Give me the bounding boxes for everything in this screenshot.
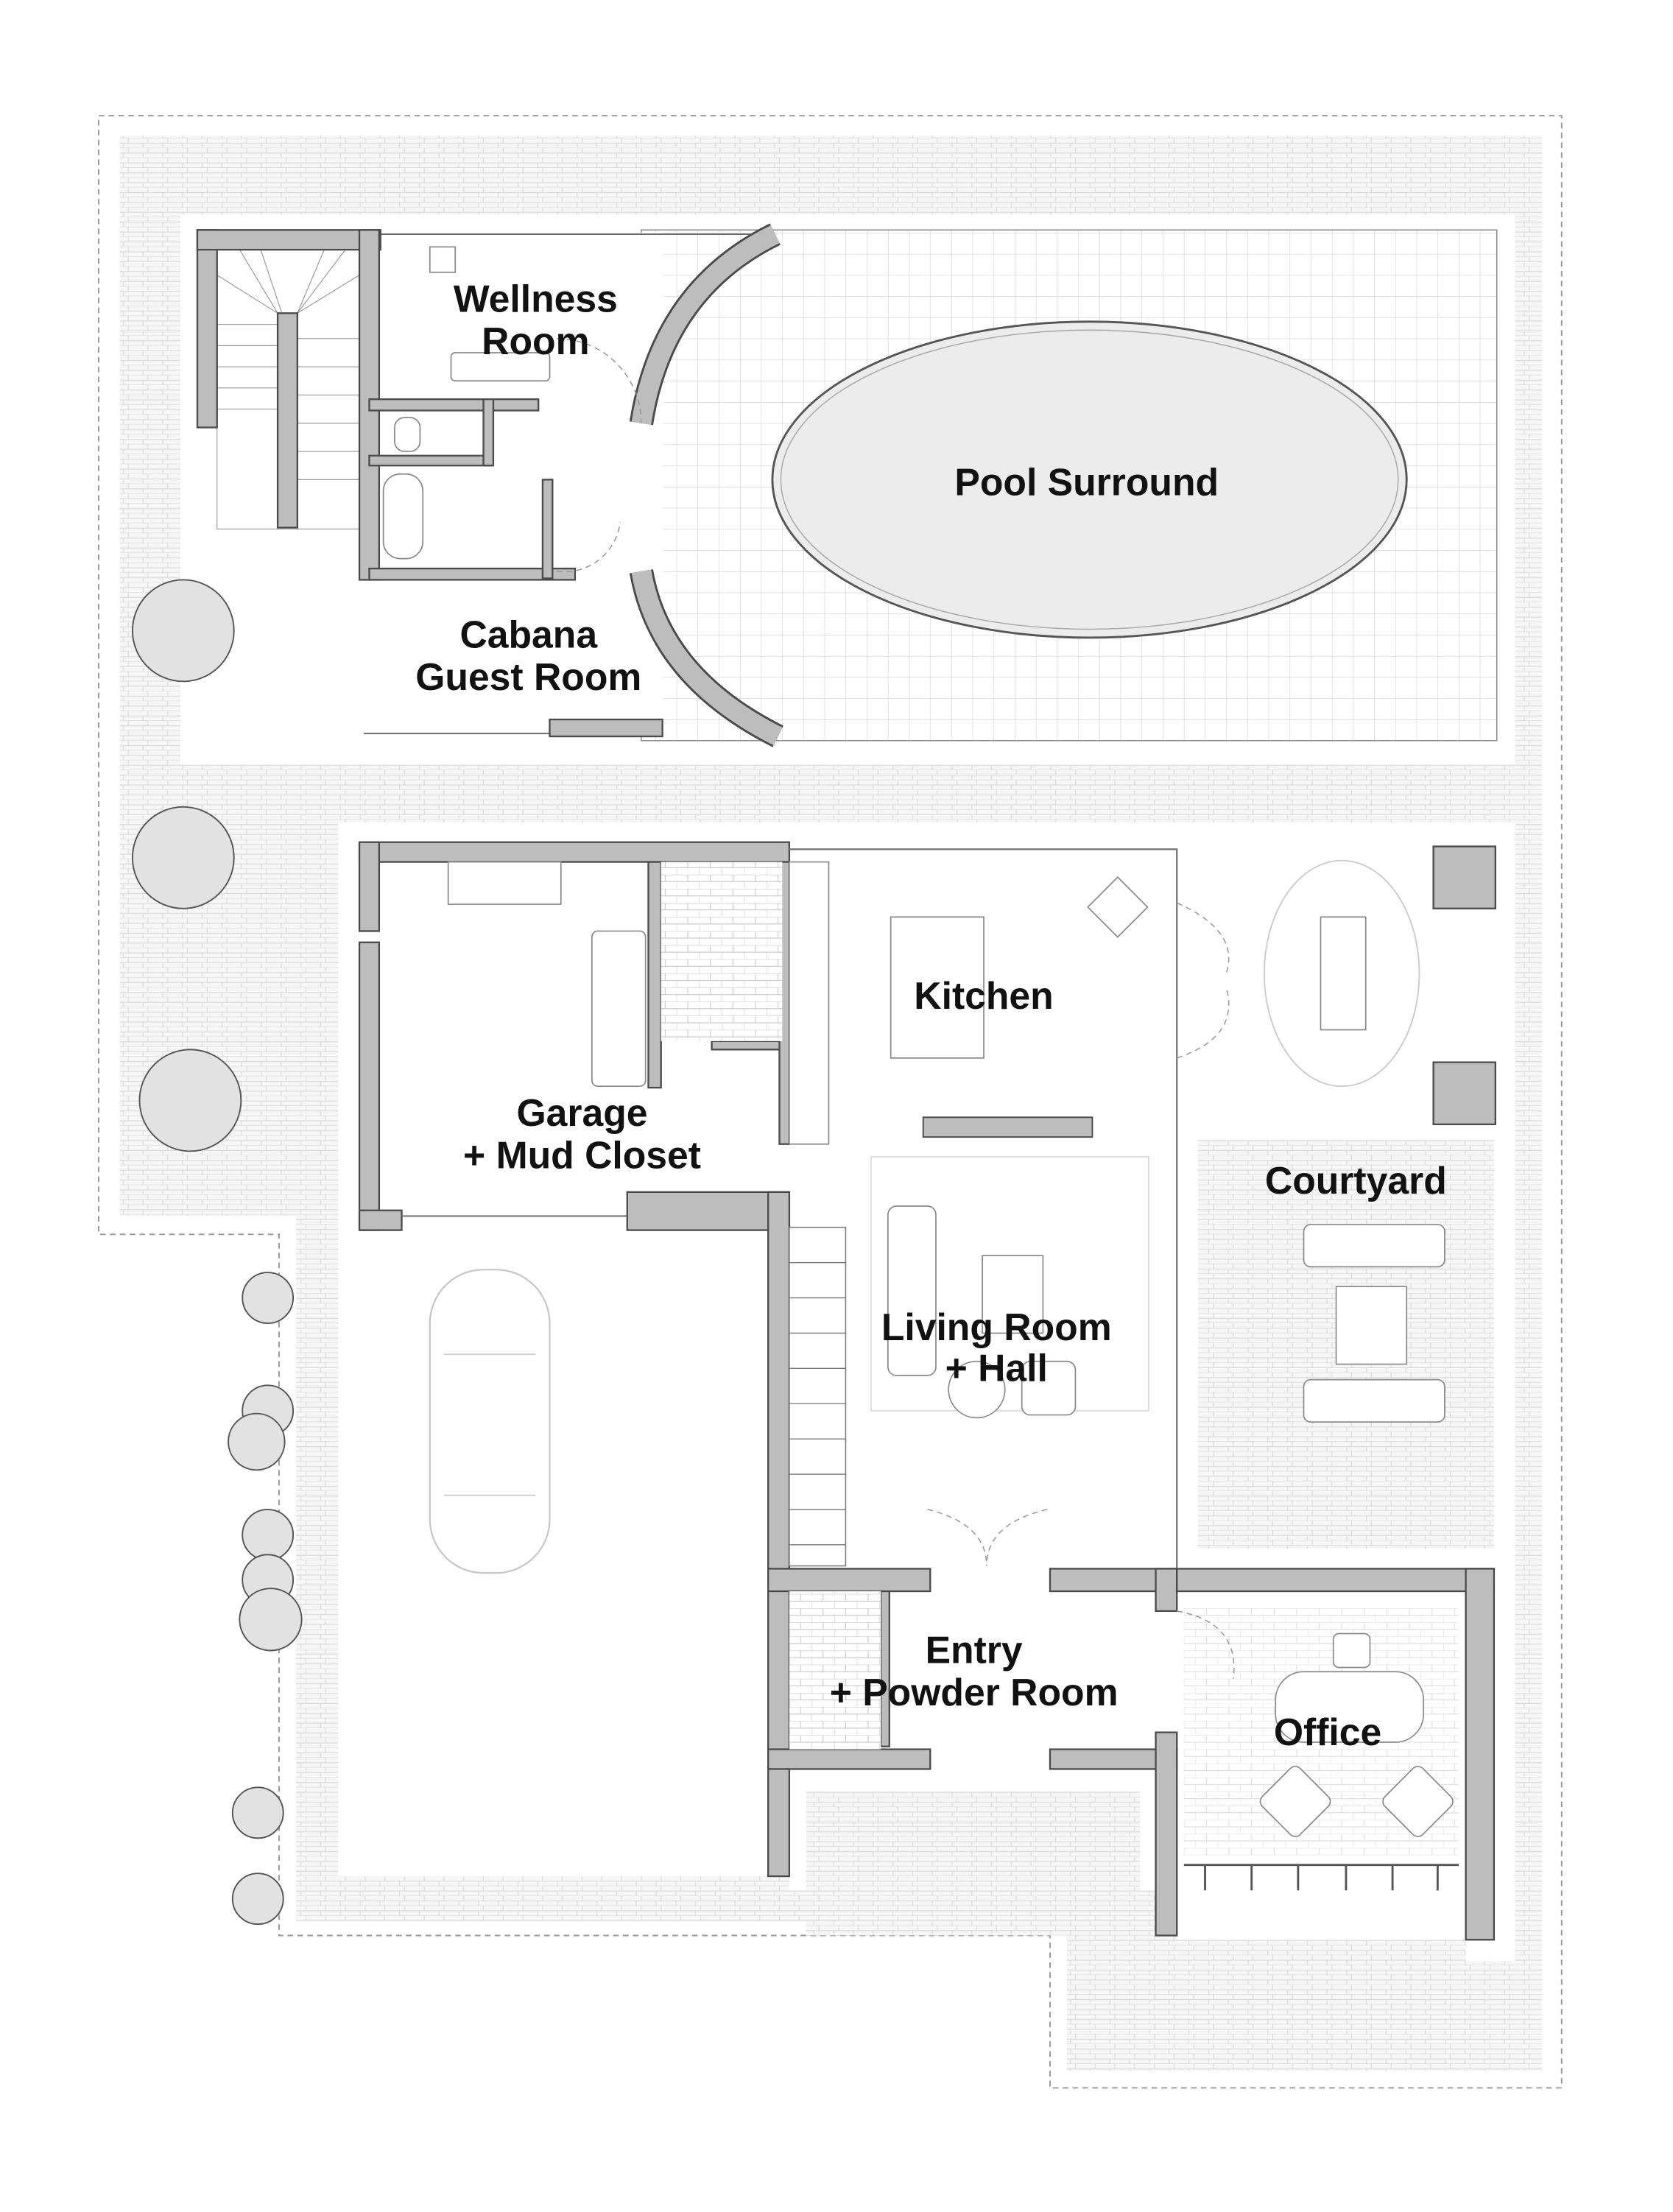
wall bbox=[1465, 1568, 1496, 1941]
kitchen-island bbox=[890, 916, 985, 1059]
desk-icon bbox=[1275, 1671, 1425, 1743]
wall bbox=[626, 1191, 791, 1231]
column-icon bbox=[429, 246, 457, 273]
bathtub-icon bbox=[382, 473, 424, 560]
room-label-kitchen: Kitchen bbox=[914, 974, 1053, 1017]
wall bbox=[482, 398, 495, 467]
wall bbox=[711, 1040, 783, 1051]
wall bbox=[767, 1191, 791, 1878]
room-label-courtyard: Courtyard bbox=[1265, 1159, 1447, 1202]
wall bbox=[368, 567, 577, 581]
wellness-floor bbox=[380, 233, 663, 734]
office-chair-icon bbox=[1332, 1632, 1371, 1669]
wall bbox=[1155, 1568, 1178, 1613]
wall bbox=[767, 1748, 931, 1770]
bench-icon bbox=[591, 930, 647, 1088]
mud-bath-tiles bbox=[661, 862, 783, 1041]
tree-icon bbox=[239, 1588, 303, 1652]
sofa-icon bbox=[887, 1205, 937, 1376]
room-label-living: Living Room+ Hall bbox=[881, 1306, 1112, 1389]
wall bbox=[541, 479, 554, 580]
armchair-icon bbox=[1021, 1360, 1077, 1416]
wall bbox=[549, 718, 663, 738]
planter bbox=[1432, 1061, 1496, 1126]
wall bbox=[647, 861, 662, 1089]
dining-table-icon bbox=[1320, 916, 1367, 1031]
wall bbox=[358, 841, 381, 932]
bench-icon bbox=[450, 352, 551, 382]
armchair-icon bbox=[1259, 1766, 1331, 1837]
staircase bbox=[789, 1226, 847, 1567]
wall bbox=[767, 1568, 931, 1593]
wall bbox=[196, 229, 218, 429]
tree-icon bbox=[228, 1412, 286, 1471]
outdoor-sofa-icon bbox=[1303, 1378, 1445, 1423]
wall bbox=[358, 1209, 403, 1231]
tree-icon bbox=[242, 1508, 295, 1561]
coffee-table-icon bbox=[982, 1255, 1044, 1334]
wall bbox=[358, 941, 381, 1231]
room-label-garage: Garage+ Mud Closet bbox=[463, 1091, 701, 1177]
armchair-round-icon bbox=[948, 1360, 1006, 1419]
tree-icon bbox=[231, 1786, 284, 1839]
wall bbox=[368, 454, 490, 467]
office-window-mullions bbox=[1183, 1864, 1459, 1891]
armchair-icon bbox=[1382, 1766, 1454, 1837]
console-table bbox=[922, 1116, 1093, 1138]
stairs-treads bbox=[216, 249, 360, 480]
tree-icon bbox=[231, 1873, 284, 1926]
powder-tiles bbox=[789, 1591, 881, 1750]
outdoor-table-icon bbox=[1335, 1286, 1408, 1365]
workbench-icon bbox=[447, 861, 562, 905]
wall bbox=[276, 312, 299, 529]
living-rug bbox=[870, 1156, 1149, 1412]
pool bbox=[771, 320, 1408, 639]
tree-icon bbox=[138, 1049, 242, 1152]
wall bbox=[1155, 1731, 1178, 1937]
room-label-pool: Pool Surround bbox=[954, 460, 1219, 503]
curved-pool-wall bbox=[629, 223, 783, 747]
wall bbox=[880, 1590, 890, 1747]
car-icon bbox=[429, 1269, 551, 1574]
tree-icon bbox=[242, 1272, 295, 1324]
toilet-icon bbox=[394, 417, 421, 452]
outdoor-sofa-icon bbox=[1303, 1224, 1445, 1268]
wall bbox=[368, 398, 540, 412]
room-label-entry: Entry+ Powder Room bbox=[830, 1629, 1119, 1714]
kitchen-counter bbox=[789, 861, 830, 1145]
tree-icon bbox=[131, 806, 235, 909]
planter bbox=[1432, 845, 1496, 909]
dining-rug bbox=[1263, 859, 1420, 1088]
wall bbox=[358, 841, 791, 863]
front-paving bbox=[806, 1792, 1141, 1936]
wall bbox=[196, 229, 381, 251]
dining-table-icon bbox=[1087, 876, 1149, 938]
wall bbox=[1176, 1568, 1496, 1593]
room-label-office: Office bbox=[1274, 1711, 1381, 1753]
tree-icon bbox=[131, 579, 235, 683]
trees bbox=[131, 579, 303, 1926]
